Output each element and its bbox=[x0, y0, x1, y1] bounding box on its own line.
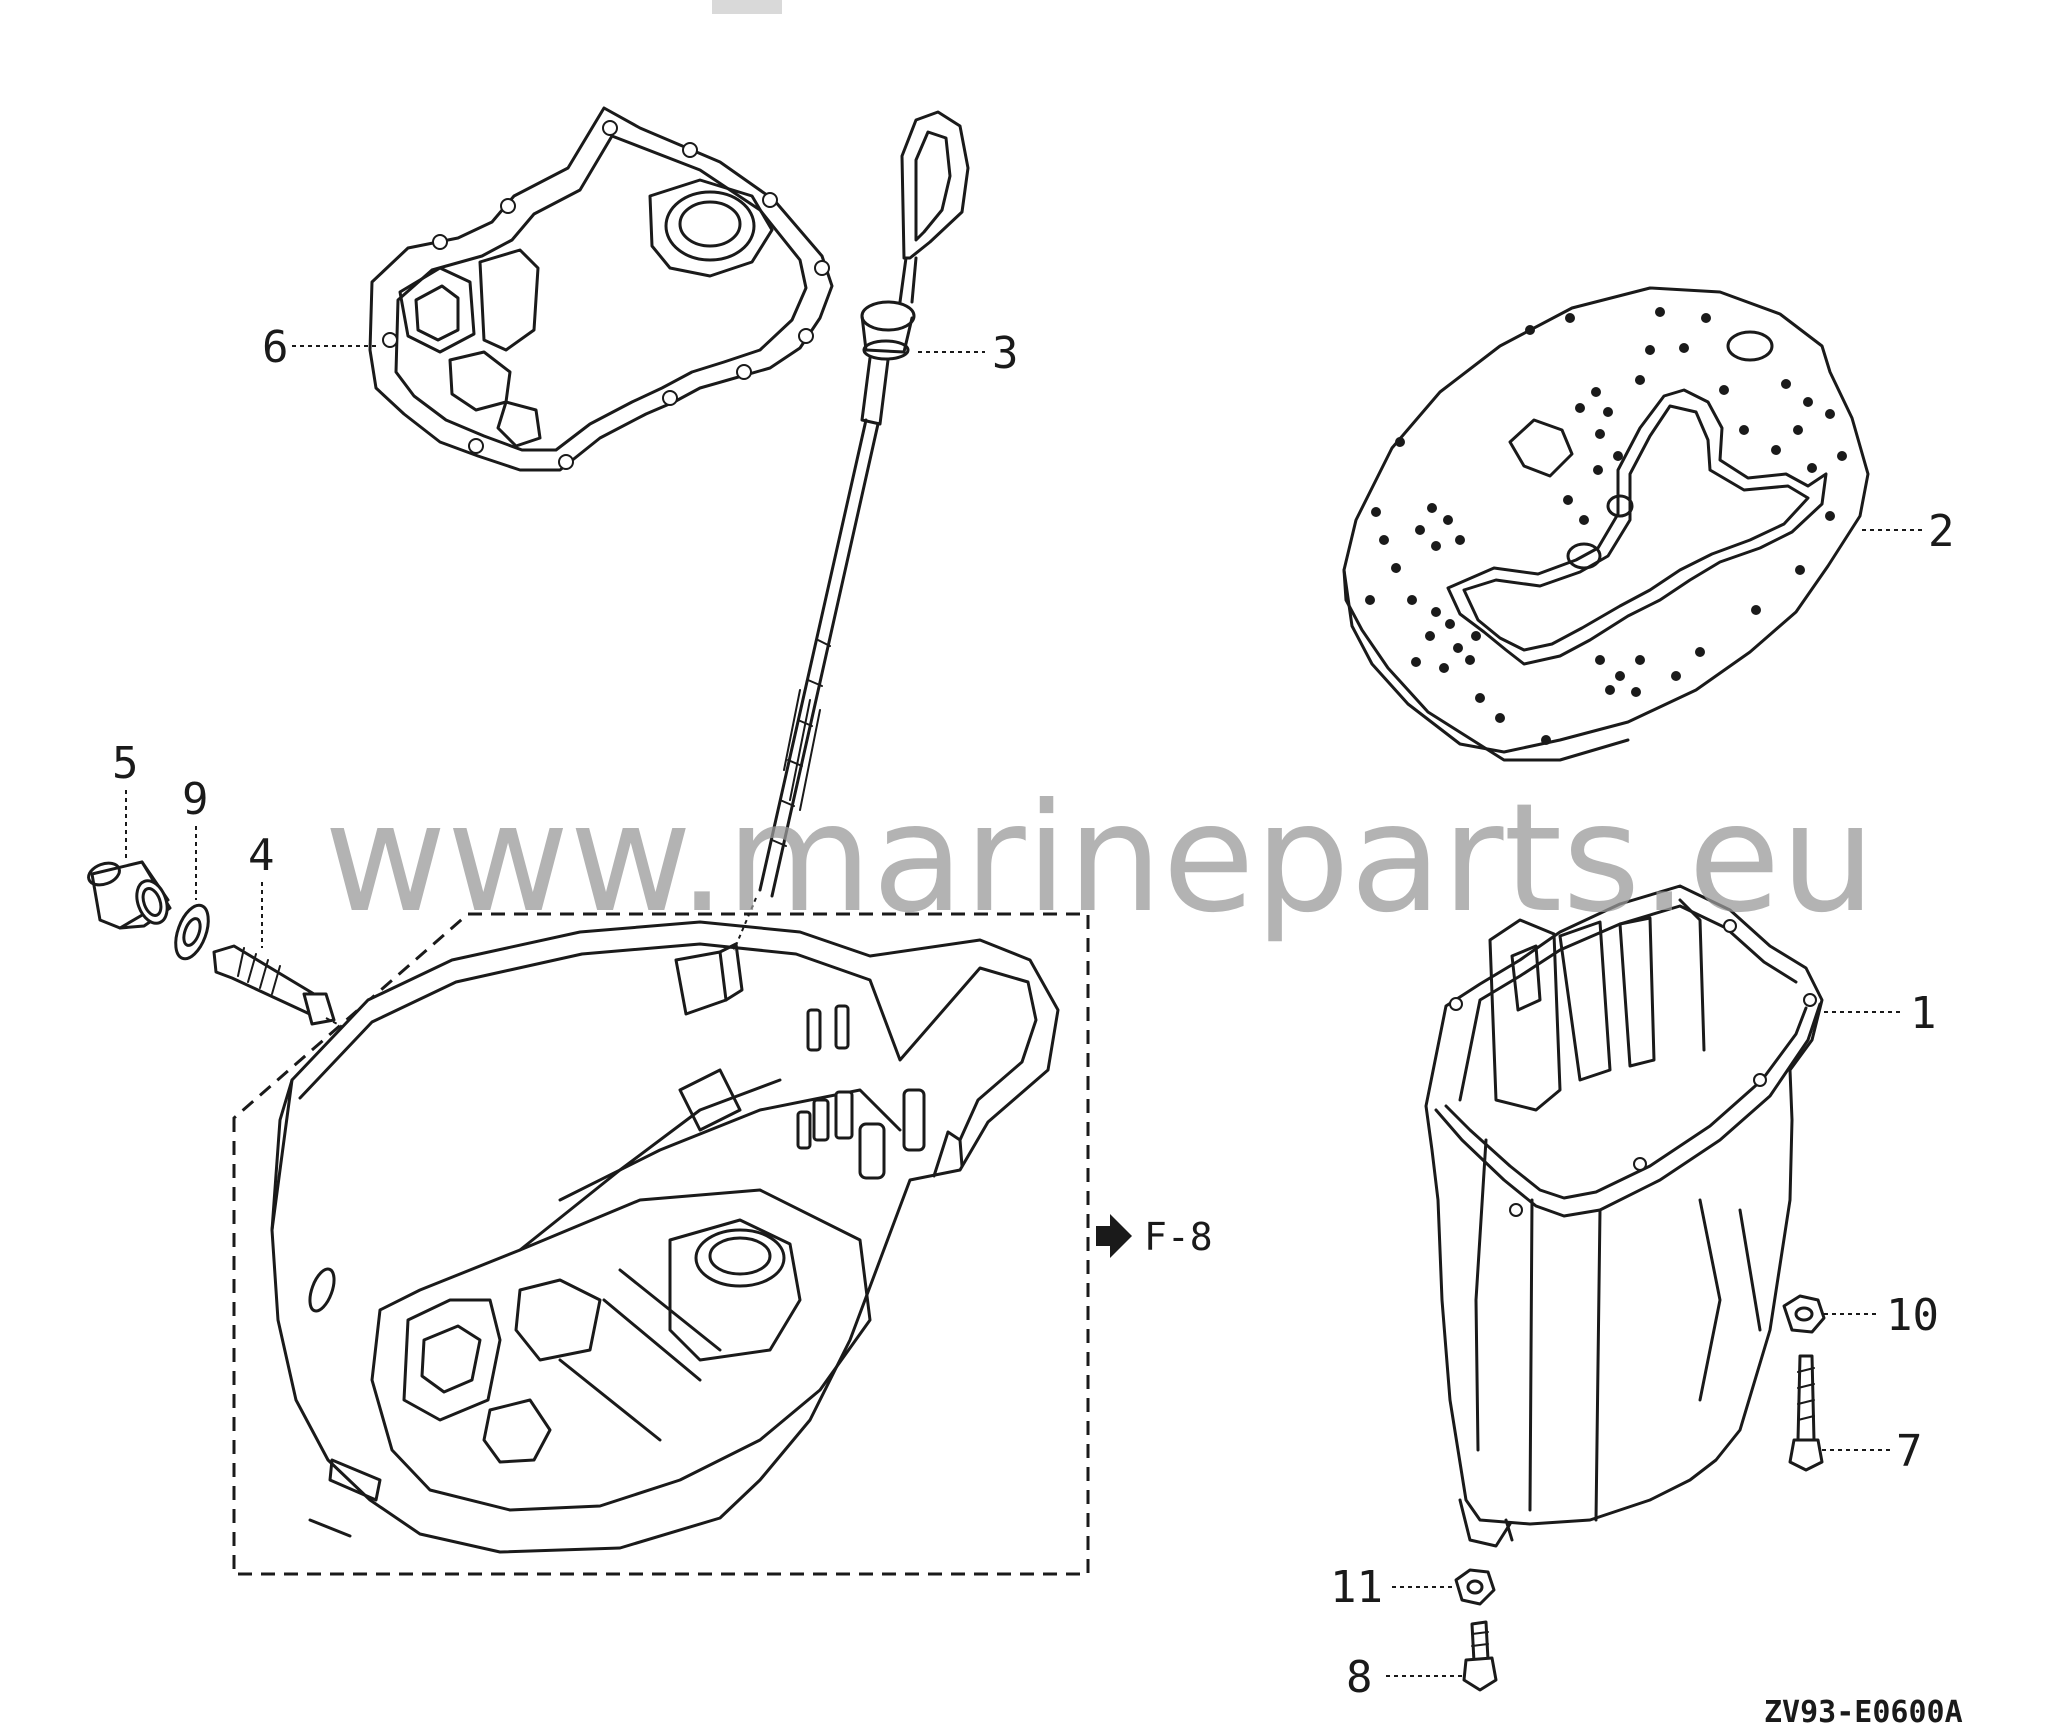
callout-11: 11 bbox=[1330, 1562, 1383, 1613]
part-9-washer[interactable] bbox=[169, 901, 214, 963]
part-6-gasket[interactable] bbox=[368, 106, 834, 472]
dipstick-insert-line bbox=[733, 897, 757, 951]
part-11-nut[interactable] bbox=[1454, 1568, 1496, 1606]
reference-arrow[interactable]: F-8 bbox=[1096, 1214, 1213, 1259]
part-3-dipstick[interactable] bbox=[758, 110, 970, 898]
part-5-sleeve[interactable] bbox=[86, 859, 173, 930]
callout-8: 8 bbox=[1346, 1652, 1373, 1703]
part-7-bolt[interactable] bbox=[1788, 1354, 1824, 1472]
watermark-text: www.marineparts.eu bbox=[324, 772, 1876, 946]
part-8-bolt[interactable] bbox=[1462, 1620, 1498, 1692]
part-2-plate[interactable] bbox=[1342, 286, 1870, 762]
part-1-oil-case[interactable] bbox=[1424, 884, 1824, 1548]
part-4-screw[interactable] bbox=[212, 944, 336, 1026]
callout-6: 6 bbox=[262, 322, 289, 373]
callout-1: 1 bbox=[1910, 988, 1937, 1039]
callout-2: 2 bbox=[1928, 506, 1955, 557]
assembly-dashed-outline bbox=[232, 912, 1090, 1576]
drawing-code: ZV93-E0600A bbox=[1764, 1695, 1963, 1730]
callout-4: 4 bbox=[248, 830, 275, 881]
callout-10: 10 bbox=[1886, 1290, 1939, 1341]
lower-cover[interactable] bbox=[270, 920, 1060, 1554]
top-tab-mark bbox=[712, 0, 782, 14]
callout-3: 3 bbox=[992, 328, 1019, 379]
plate-holes bbox=[1365, 307, 1847, 745]
arrow-right-icon bbox=[1096, 1214, 1132, 1258]
callout-5: 5 bbox=[112, 738, 139, 789]
callout-7: 7 bbox=[1896, 1426, 1923, 1477]
part-10-nut[interactable] bbox=[1782, 1294, 1826, 1334]
reference-label: F-8 bbox=[1144, 1215, 1213, 1259]
callout-9: 9 bbox=[182, 774, 209, 825]
